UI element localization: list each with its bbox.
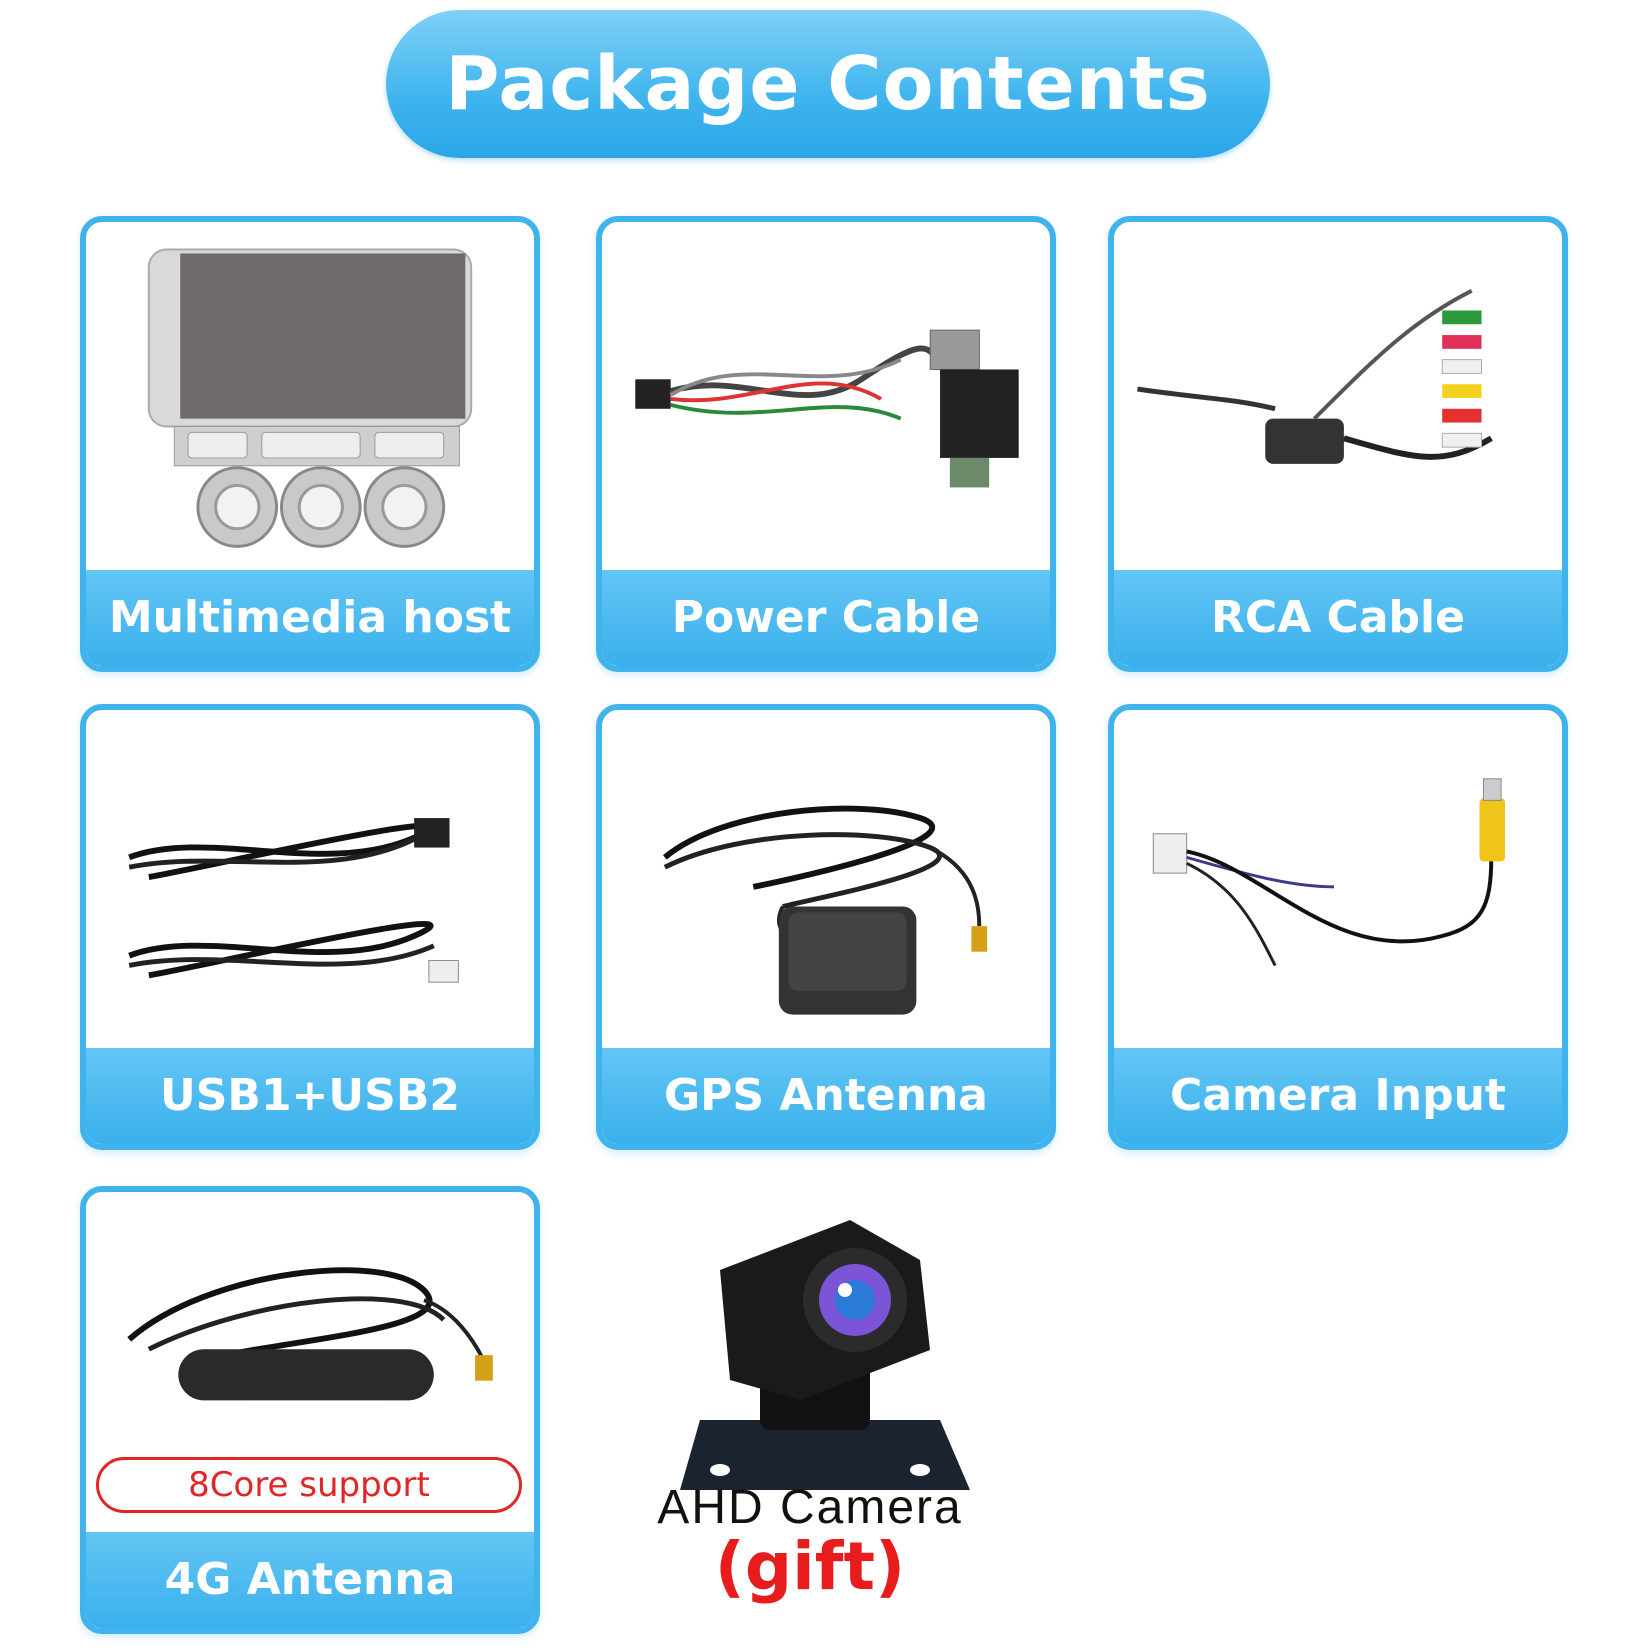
usb-cables-image [86, 710, 534, 1048]
title-banner [386, 10, 1270, 158]
item-label: Power Cable [602, 570, 1050, 666]
item-card-power-cable: Power Cable [596, 216, 1056, 672]
page-title: Package Contents [445, 41, 1211, 127]
item-card-multimedia-host: Multimedia host [80, 216, 540, 672]
power-cable-image [602, 222, 1050, 570]
item-card-gps-antenna: GPS Antenna [596, 704, 1056, 1150]
item-card-usb: USB1+USB2 [80, 704, 540, 1150]
item-label: Multimedia host [86, 570, 534, 666]
item-card-camera-input: Camera Input [1108, 704, 1568, 1150]
camera-input-image [1114, 710, 1562, 1048]
ahd-camera-image [640, 1200, 990, 1620]
item-label: USB1+USB2 [86, 1048, 534, 1144]
4g-antenna-image [86, 1192, 534, 1532]
item-card-rca-cable: RCA Cable [1108, 216, 1568, 672]
item-label: 4G Antenna [86, 1532, 534, 1628]
gift-name: AHD Camera [657, 1481, 963, 1534]
support-badge: 8Core support [96, 1457, 522, 1513]
gps-antenna-image [602, 710, 1050, 1048]
gift-note: (gift) [714, 1528, 906, 1605]
item-card-4g-antenna: 4G Antenna [80, 1186, 540, 1634]
item-label: RCA Cable [1114, 570, 1562, 666]
item-label: GPS Antenna [602, 1048, 1050, 1144]
item-label: Camera Input [1114, 1048, 1562, 1144]
multimedia-host-image [86, 222, 534, 570]
rca-cable-image [1114, 222, 1562, 570]
